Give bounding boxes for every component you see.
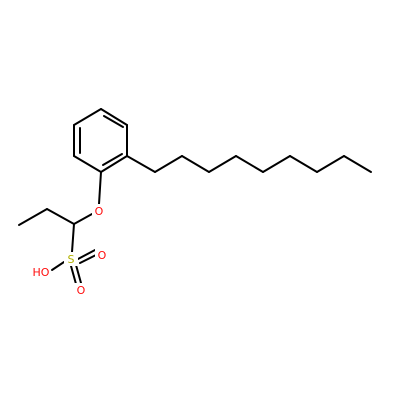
alkyl-chain-bond [262, 155, 291, 173]
sulfur-hydroxyl-bond [51, 261, 65, 271]
ring-bond [73, 108, 102, 126]
ring-bond [73, 155, 102, 173]
sulfur-oxygen-double-bond [79, 254, 97, 264]
bonds-group [18, 108, 372, 285]
sulfur-oxygen-double-bond [77, 249, 96, 260]
ethyl-bond [18, 208, 48, 226]
sulfur-oxygen-double-bond [75, 264, 82, 284]
alkyl-chain-bond [208, 155, 237, 173]
sulfonyl-oxygen-right-label: O [98, 249, 107, 262]
ethyl-bond [46, 208, 75, 225]
aryl-oxygen-bond [98, 171, 102, 205]
sulfur-atom: S [64, 252, 78, 266]
ring-bond [100, 155, 128, 173]
ring-bond [100, 108, 128, 126]
carbon-sulfur-bond [71, 223, 75, 253]
ring-inner-double-bond [102, 153, 123, 166]
alkyl-chain-bond [316, 155, 345, 173]
ether-oxygen-atom: O [92, 204, 106, 218]
alkyl-chain-bond [289, 155, 318, 173]
hydroxyl-label: HO [33, 266, 50, 279]
alkyl-chain-bond [181, 155, 210, 173]
alkyl-chain-bond [154, 155, 183, 173]
alkyl-chain-bond [343, 155, 372, 173]
oxygen-carbon-bond [73, 213, 93, 225]
sulfonyl-oxygen-bottom-atom: O [74, 283, 88, 297]
alkyl-chain-bond [126, 155, 156, 173]
ring-inner-double-bond [103, 115, 124, 128]
sulfur-label: S [68, 253, 75, 266]
sulfur-oxygen-double-bond [70, 265, 77, 285]
hydroxyl-atom: HO [31, 265, 51, 279]
sulfonyl-oxygen-right-atom: O [95, 248, 109, 262]
sulfonyl-oxygen-bottom-label: O [77, 284, 86, 297]
alkyl-chain-bond [235, 155, 264, 173]
ether-oxygen-label: O [95, 205, 104, 218]
atom-labels-group: O S HO O O [31, 204, 109, 297]
